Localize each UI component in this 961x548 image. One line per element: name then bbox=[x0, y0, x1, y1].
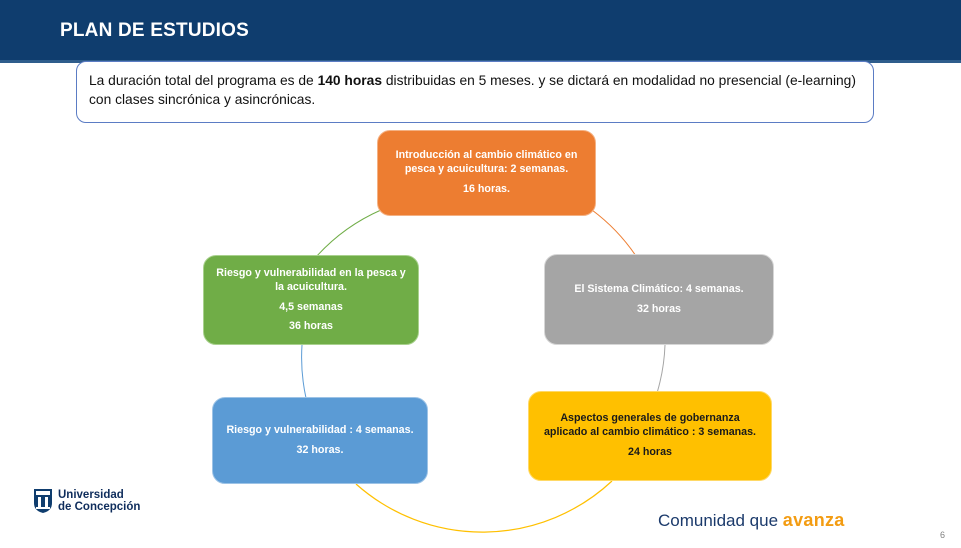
module-risk-fisheries: Riesgo y vulnerabilidad en la pesca y la… bbox=[203, 255, 419, 345]
page-number: 6 bbox=[940, 530, 946, 540]
module-hours: 24 horas bbox=[628, 446, 672, 459]
intro-text-start: La duración total del programa es de bbox=[89, 73, 318, 88]
module-intro-climate-change: Introducción al cambio climático en pesc… bbox=[377, 130, 596, 216]
arc-green bbox=[315, 209, 382, 258]
module-hours: 36 horas bbox=[289, 319, 333, 332]
intro-textbox: La duración total del programa es de 140… bbox=[76, 61, 874, 123]
intro-text-end: distribuidas en 5 meses. y se dictará en… bbox=[89, 73, 856, 107]
university-line-1: Universidad bbox=[58, 489, 124, 501]
university-line-2: de Concepción bbox=[58, 501, 141, 513]
module-title: Aspectos generales de gobernanza aplicad… bbox=[543, 412, 757, 438]
module-title: Introducción al cambio climático en pesc… bbox=[395, 149, 578, 175]
module-weeks: 4,5 semanas bbox=[279, 301, 343, 313]
module-climate-system: El Sistema Climático: 4 semanas. 32 hora… bbox=[544, 254, 774, 345]
slogan-accent: avanza bbox=[782, 510, 845, 530]
module-title: Riesgo y vulnerabilidad en la pesca y la… bbox=[216, 267, 406, 293]
slogan: Comunidad que avanza bbox=[658, 510, 845, 531]
university-shield-icon bbox=[34, 489, 52, 513]
module-governance: Aspectos generales de gobernanza aplicad… bbox=[528, 391, 772, 481]
intro-total-hours: 140 horas bbox=[317, 73, 382, 88]
slogan-prefix: Comunidad que bbox=[658, 511, 783, 530]
module-hours: 32 horas. bbox=[296, 444, 344, 456]
university-name: Universidad de Concepción bbox=[58, 489, 140, 513]
slide-title: PLAN DE ESTUDIOS bbox=[60, 20, 249, 41]
arc-yellow bbox=[355, 480, 613, 533]
arc-orange bbox=[591, 209, 637, 257]
module-hours: 32 horas bbox=[637, 303, 681, 315]
module-hours: 16 horas. bbox=[463, 183, 510, 196]
arc-blue bbox=[301, 344, 307, 399]
arc-gray bbox=[656, 344, 666, 394]
module-risk-vulnerability: Riesgo y vulnerabilidad : 4 semanas. 32 … bbox=[212, 397, 428, 484]
module-title: Riesgo y vulnerabilidad : 4 semanas. bbox=[226, 423, 414, 436]
university-logo: Universidad de Concepción bbox=[33, 488, 140, 514]
module-title: El Sistema Climático: 4 semanas. bbox=[574, 282, 744, 295]
